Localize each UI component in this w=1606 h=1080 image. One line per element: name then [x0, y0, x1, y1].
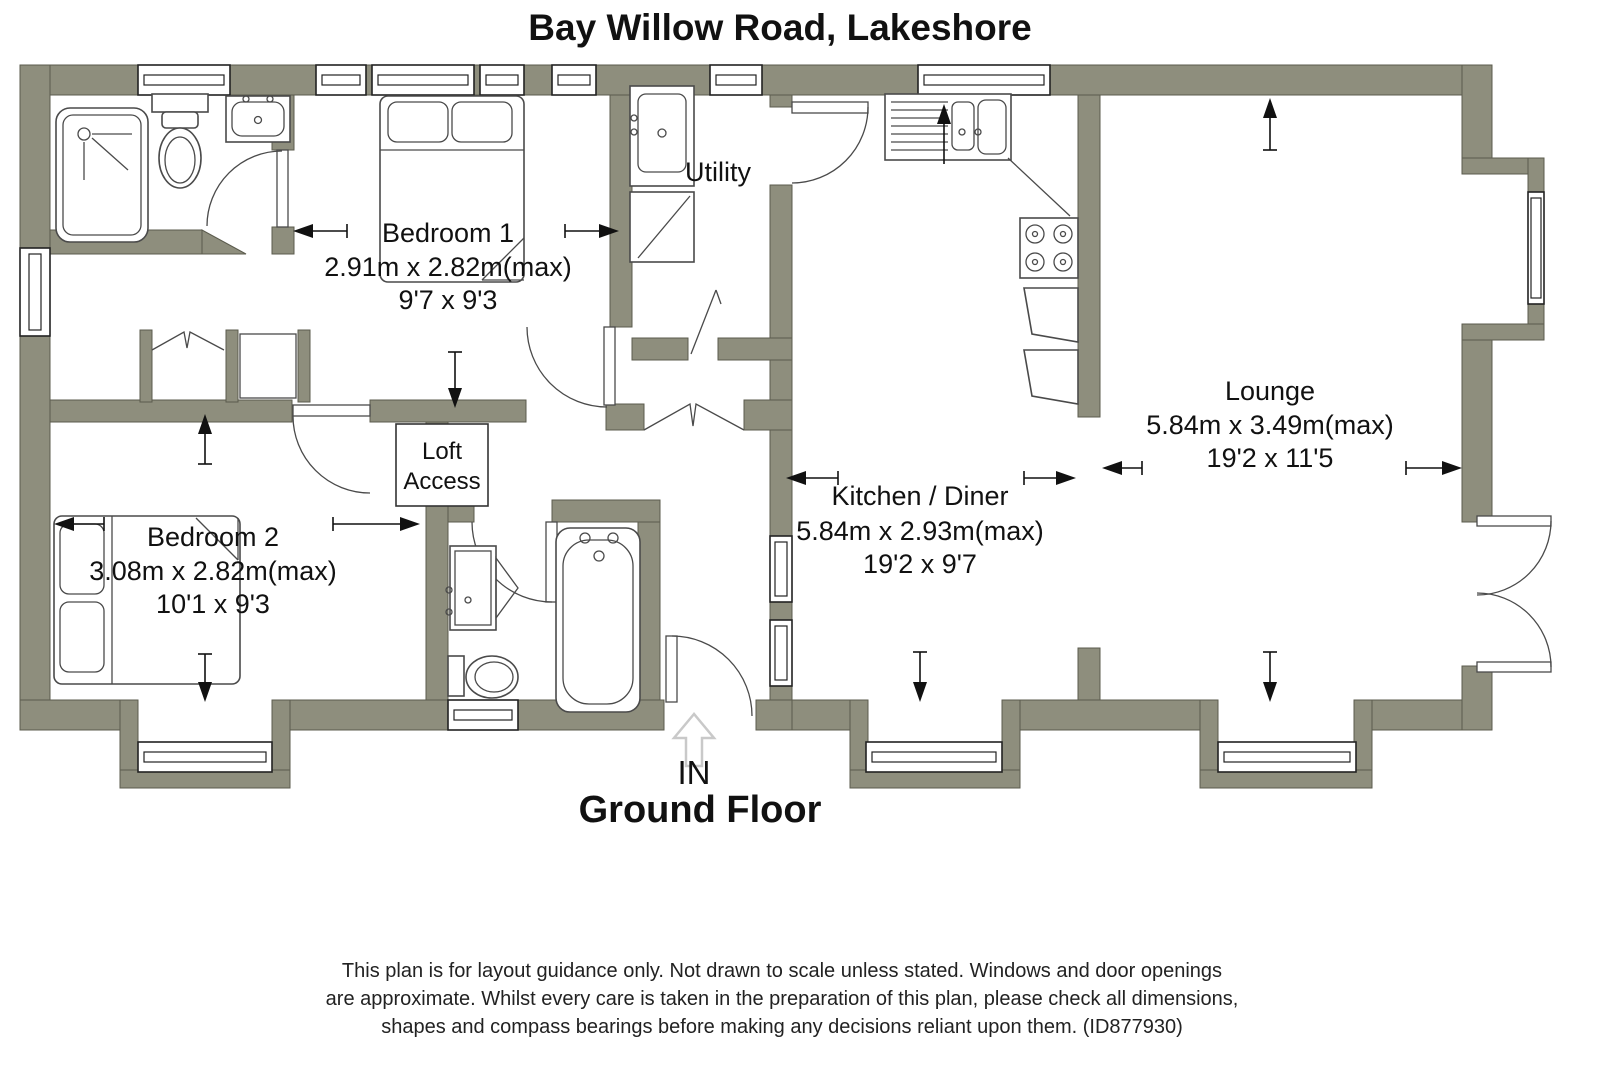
- window: [769, 619, 793, 687]
- bathtub: [555, 527, 641, 713]
- disclaimer-line1: This plan is for layout guidance only. N…: [342, 960, 1222, 982]
- loft-access-line1: Loft: [422, 438, 462, 465]
- loft-access-box: [395, 423, 489, 507]
- lounge-size-metric: 5.84m x 3.49m(max): [1146, 410, 1394, 440]
- kitchen-hob: [1019, 217, 1079, 279]
- disclaimer-line3: shapes and compass bearings before makin…: [381, 1016, 1183, 1038]
- french-doors: [1476, 515, 1552, 673]
- utility-unit: [629, 191, 695, 263]
- window: [769, 535, 793, 603]
- bedroom2-label: Bedroom 2: [147, 522, 279, 552]
- window: [371, 64, 475, 96]
- utility-kitchen-door: [791, 101, 869, 184]
- hall-opening: [643, 402, 745, 431]
- bed-bedroom1: [379, 95, 525, 283]
- lounge-label: Lounge: [1225, 376, 1315, 406]
- wardrobe-bifold: [151, 330, 225, 351]
- ensuite-sink: [225, 95, 291, 143]
- bedroom2-width-arrows: [54, 517, 420, 531]
- lounge-width-arrows: [1102, 461, 1462, 475]
- doors: [151, 101, 1552, 717]
- window: [1217, 741, 1357, 773]
- windows: [19, 64, 1545, 773]
- loft-access-line2: Access: [403, 468, 480, 495]
- kitchen-sink-unit: [884, 93, 1071, 217]
- bedroom1-depth-arrow: [448, 351, 462, 408]
- window: [479, 64, 525, 96]
- bedroom2-size-imperial: 10'1 x 9'3: [156, 589, 270, 619]
- disclaimer-line2: are approximate. Whilst every care is ta…: [326, 988, 1239, 1010]
- front-door: [665, 635, 753, 717]
- bedroom1-label: Bedroom 1: [382, 218, 514, 248]
- bedroom1-door: [526, 326, 616, 408]
- dimension-arrows: [54, 98, 1462, 702]
- shower: [55, 107, 149, 243]
- window: [447, 699, 519, 731]
- bedroom1-size-imperial: 9'7 x 9'3: [399, 285, 498, 315]
- ensuite-door: [206, 149, 289, 228]
- entrance-arrow-icon: [671, 712, 717, 768]
- wardrobe-right: [239, 333, 297, 399]
- bathroom-toilet: [447, 655, 519, 699]
- bedroom1-size-metric: 2.91m x 2.82m(max): [324, 252, 572, 282]
- ensuite-toilet: [151, 93, 209, 189]
- fixtures: [53, 85, 1079, 713]
- labels: Bay Willow Road, Lakeshore Utility Bedro…: [89, 7, 1394, 1038]
- bedroom2-depth-arrows: [198, 414, 212, 702]
- floor-title: Ground Floor: [579, 789, 822, 831]
- kitchen-size-imperial: 19'2 x 9'7: [863, 549, 977, 579]
- kitchen-depth-arrows: [913, 104, 951, 702]
- kitchen-label: Kitchen / Diner: [831, 481, 1008, 511]
- window: [137, 741, 273, 773]
- window: [19, 247, 51, 337]
- window: [917, 64, 1051, 96]
- window: [709, 64, 763, 96]
- kitchen-cupboards: [1023, 287, 1079, 405]
- page-title: Bay Willow Road, Lakeshore: [528, 7, 1031, 48]
- utility-sink: [629, 85, 695, 187]
- lounge-depth-arrows: [1263, 98, 1277, 702]
- window: [1527, 191, 1545, 305]
- utility-door-ajar: [690, 289, 722, 355]
- window: [137, 64, 231, 96]
- bedroom2-size-metric: 3.08m x 2.82m(max): [89, 556, 337, 586]
- window: [865, 741, 1003, 773]
- bed-bedroom2: [53, 515, 241, 685]
- bedroom2-door: [292, 404, 371, 494]
- window: [551, 64, 597, 96]
- entrance-label: IN: [678, 754, 711, 791]
- bedroom1-width-arrows: [293, 224, 619, 238]
- utility-label: Utility: [685, 157, 751, 187]
- bathroom-sink: [445, 545, 519, 631]
- window: [315, 64, 367, 96]
- kitchen-size-metric: 5.84m x 2.93m(max): [796, 516, 1044, 546]
- kitchen-width-arrows: [786, 471, 1076, 485]
- lounge-size-imperial: 19'2 x 11'5: [1207, 443, 1334, 473]
